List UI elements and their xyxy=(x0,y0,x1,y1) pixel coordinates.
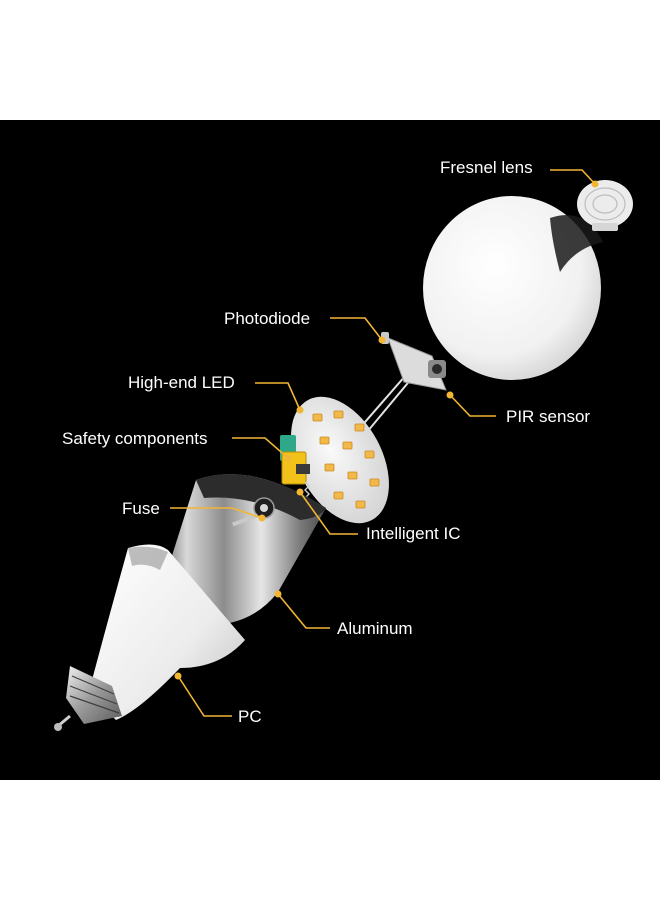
label-fresnel-lens: Fresnel lens xyxy=(440,158,533,177)
label-pir-sensor: PIR sensor xyxy=(506,407,591,426)
leader-fuse xyxy=(170,507,263,519)
dot-aluminum xyxy=(274,590,282,598)
label-fuse: Fuse xyxy=(122,499,160,518)
pc-shell xyxy=(92,544,245,720)
led-plate xyxy=(291,396,389,524)
label-photodiode: Photodiode xyxy=(224,309,311,328)
leader-high-end-led xyxy=(255,382,301,411)
dot-pc xyxy=(174,672,182,680)
dot-fuse xyxy=(258,514,266,522)
label-safety-components: Safety components xyxy=(62,429,208,448)
dot-intelligent-ic xyxy=(296,488,304,496)
leader-dots xyxy=(174,180,599,680)
exploded-view-panel: Fresnel lens Photodiode PIR sensor High-… xyxy=(0,120,660,780)
label-pc: PC xyxy=(238,707,262,726)
pir-sensor-board xyxy=(381,332,447,391)
leader-pc xyxy=(177,675,232,717)
globe xyxy=(423,196,603,380)
label-intelligent-ic: Intelligent IC xyxy=(366,524,461,543)
dot-safety-components xyxy=(284,454,292,462)
dot-photodiode xyxy=(378,336,386,344)
leader-intelligent-ic xyxy=(299,491,358,535)
leader-pir-sensor xyxy=(449,394,496,417)
leader-photodiode xyxy=(330,317,383,341)
leader-fresnel-lens xyxy=(550,169,596,185)
dot-high-end-led xyxy=(296,406,304,414)
dot-fresnel-lens xyxy=(591,180,599,188)
screw-base xyxy=(54,666,122,731)
dot-pir-sensor xyxy=(446,391,454,399)
fresnel-lens xyxy=(577,180,633,231)
label-aluminum: Aluminum xyxy=(337,619,413,638)
leader-safety-components xyxy=(232,437,289,459)
label-high-end-led: High-end LED xyxy=(128,373,235,392)
leader-aluminum xyxy=(277,593,330,629)
leader-lines xyxy=(170,169,596,717)
bulb-exploded-diagram xyxy=(54,169,633,731)
